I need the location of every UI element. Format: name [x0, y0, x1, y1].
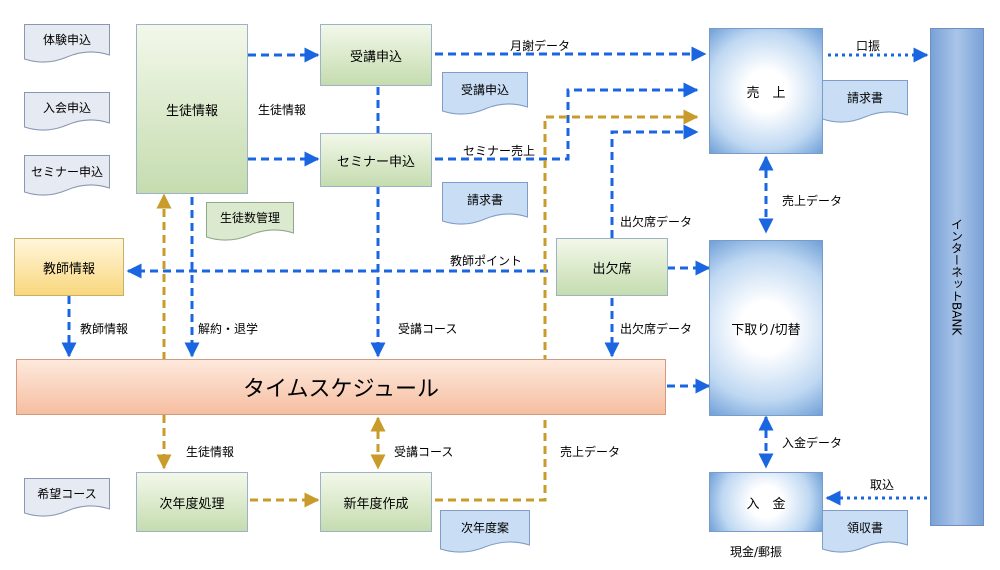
doc-nyukai: 入会申込	[24, 92, 110, 132]
doc-jukou-label: 受講申込	[460, 82, 509, 97]
doc-jinendoan: 次年度案	[440, 510, 530, 554]
doc-seminar-apply-label: セミナー申込	[30, 164, 103, 179]
box-uriage: 売 上	[709, 28, 823, 154]
label-nyukin-data: 入金データ	[782, 436, 843, 450]
arrow-shinnendo-to-uriage	[435, 109, 699, 502]
doc-jukou: 受講申込	[442, 72, 528, 116]
box-nyukin: 入 金	[709, 472, 823, 532]
label-genkin: 現金/郵振	[730, 545, 783, 559]
doc-seminar-apply: セミナー申込	[24, 155, 110, 197]
label-shukketsu-data-1: 出欠席データ	[620, 215, 693, 229]
box-internet-bank-label: インターネットBANK	[949, 218, 964, 336]
label-kyoushi-point: 教師ポイント	[450, 254, 523, 268]
box-jinendo: 次年度処理	[136, 472, 248, 532]
box-jukou-label: 受講申込	[349, 49, 402, 65]
doc-seikyu-2-label: 請求書	[466, 192, 503, 207]
box-shukketsu: 出欠席	[556, 238, 668, 296]
box-seito-info: 生徒情報	[136, 24, 248, 194]
box-shitadori-label: 下取り/切替	[731, 322, 801, 338]
box-seminar: セミナー申込	[320, 133, 432, 187]
doc-seikyu-1: 請求書	[822, 80, 908, 124]
label-kyoushi-info: 教師情報	[80, 322, 129, 336]
doc-taiken: 体験申込	[24, 24, 110, 64]
box-timeschedule-label: タイムスケジュール	[242, 377, 440, 402]
doc-jinendoan-label: 次年度案	[460, 520, 509, 535]
label-seito-info-2: 生徒情報	[186, 445, 235, 459]
label-jukou-course-1: 受講コース	[398, 322, 458, 336]
doc-seikyu-2: 請求書	[442, 182, 528, 226]
arrow-shukketsu-to-uriage	[610, 124, 699, 238]
doc-ryoshu-label: 領収書	[846, 520, 883, 535]
label-seminar-uriage: セミナー売上	[463, 144, 536, 158]
box-internet-bank: インターネットBANK	[930, 28, 984, 526]
box-timeschedule: タイムスケジュール	[16, 359, 666, 415]
doc-nyukai-label: 入会申込	[42, 101, 91, 116]
label-kaiyaku: 解約・退学	[198, 322, 259, 336]
box-kyoushi: 教師情報	[14, 238, 124, 296]
label-koufuri: 口振	[856, 39, 881, 53]
doc-ryoshu: 領収書	[822, 510, 908, 554]
box-nyukin-label: 入 金	[746, 496, 786, 512]
box-shukketsu-label: 出欠席	[592, 261, 632, 277]
label-seito-info: 生徒情報	[258, 103, 307, 117]
doc-seitosu: 生徒数管理	[206, 202, 294, 242]
box-seminar-label: セミナー申込	[336, 154, 415, 170]
box-shinnendo-label: 新年度作成	[343, 496, 409, 512]
label-jukou-course-2: 受講コース	[394, 445, 454, 459]
doc-kibou: 希望コース	[24, 478, 110, 518]
doc-seikyu-1-label: 請求書	[846, 90, 883, 105]
doc-kibou-label: 希望コース	[37, 487, 97, 502]
box-jukou: 受講申込	[320, 24, 432, 86]
box-uriage-label: 売 上	[746, 85, 786, 101]
doc-taiken-label: 体験申込	[42, 33, 91, 48]
box-shitadori: 下取り/切替	[709, 240, 823, 416]
box-shinnendo: 新年度作成	[320, 472, 432, 532]
label-uriage-data-2: 売上データ	[560, 445, 621, 459]
arrow-seminar-to-uriage	[435, 82, 699, 161]
label-getsusha-data: 月謝データ	[510, 39, 571, 53]
doc-seitosu-label: 生徒数管理	[219, 211, 280, 226]
box-jinendo-label: 次年度処理	[159, 496, 225, 512]
label-torikomi: 取込	[870, 478, 895, 492]
box-seito-info-label: 生徒情報	[165, 103, 218, 119]
label-uriage-data-1: 売上データ	[782, 194, 843, 208]
box-kyoushi-label: 教師情報	[42, 261, 95, 277]
label-shukketsu-data-2: 出欠席データ	[620, 322, 693, 336]
